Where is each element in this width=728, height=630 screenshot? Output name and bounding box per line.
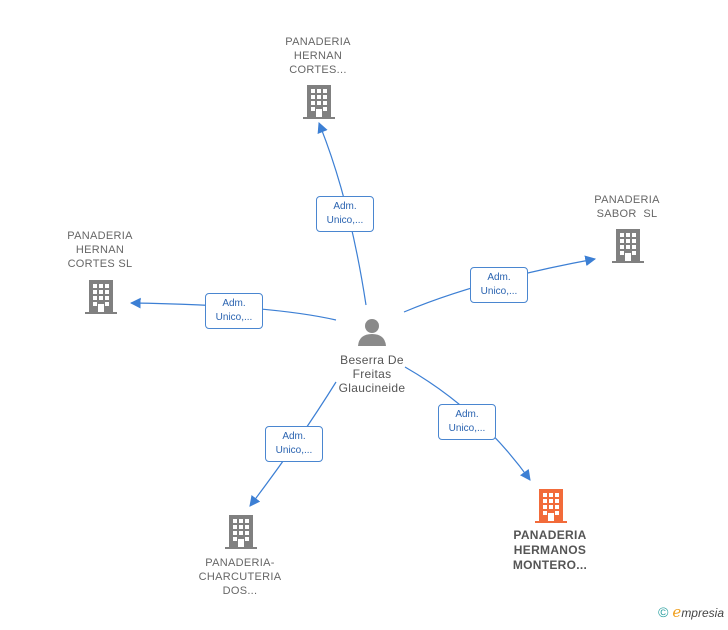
- building-icon: [612, 229, 644, 263]
- relation-label-bottom-left[interactable]: Adm. Unico,...: [265, 426, 323, 462]
- relation-role-detail: Unico,...: [448, 423, 486, 434]
- relation-role-detail: Unico,...: [215, 312, 253, 323]
- company-name-line: CHARCUTERIA: [198, 571, 282, 583]
- company-name-line: CORTES SL: [67, 258, 133, 270]
- building-icon: [225, 515, 257, 549]
- company-name: PANADERIA HERNAN CORTES...: [285, 35, 350, 77]
- relation-label-right[interactable]: Adm. Unico,...: [470, 267, 528, 303]
- person-icon: [358, 319, 386, 346]
- relation-role: Adm.: [455, 409, 479, 420]
- brand-watermark: ©empresia: [658, 603, 724, 621]
- person-name-line: Glaucineide: [338, 381, 406, 395]
- relation-label-left[interactable]: Adm. Unico,...: [205, 293, 263, 329]
- company-name-line: SABOR SL: [596, 208, 658, 220]
- building-icon: [535, 489, 567, 523]
- company-name-line: MONTERO...: [512, 558, 588, 572]
- company-name-line: PANADERIA: [67, 230, 133, 242]
- company-name-line: PANADERIA: [594, 194, 660, 206]
- company-name: PANADERIA SABOR SL: [594, 193, 659, 221]
- relation-label-bottom-right[interactable]: Adm. Unico,...: [438, 404, 496, 440]
- relation-label-top[interactable]: Adm. Unico,...: [316, 196, 374, 232]
- company-name-line: DOS...: [222, 585, 258, 597]
- relation-role-detail: Unico,...: [275, 445, 313, 456]
- person-name: Beserra De Freitas Glaucineide: [339, 353, 406, 395]
- company-name-line: HERNAN: [293, 50, 343, 62]
- relation-role: Adm.: [333, 201, 357, 212]
- building-icon: [85, 280, 117, 314]
- person-name-line: Beserra De: [340, 353, 404, 367]
- relation-role: Adm.: [222, 298, 246, 309]
- relation-role: Adm.: [282, 431, 306, 442]
- company-name-line: CORTES...: [289, 64, 347, 76]
- brand-name: mpresia: [681, 606, 724, 620]
- building-icon: [303, 85, 335, 119]
- relation-role-detail: Unico,...: [326, 215, 364, 226]
- company-name-line: HERMANOS: [513, 543, 587, 557]
- copyright-symbol: ©: [658, 604, 669, 620]
- company-name: PANADERIA- CHARCUTERIA DOS...: [199, 556, 282, 598]
- company-name-line: PANADERIA: [285, 36, 351, 48]
- person-name-line: Freitas: [352, 367, 392, 381]
- company-name: PANADERIA HERMANOS MONTERO...: [513, 528, 587, 573]
- company-name-line: PANADERIA-: [205, 557, 275, 569]
- company-name: PANADERIA HERNAN CORTES SL: [67, 229, 132, 271]
- relation-role-detail: Unico,...: [480, 286, 518, 297]
- relation-role: Adm.: [487, 272, 511, 283]
- company-name-line: PANADERIA: [513, 528, 587, 542]
- brand-logo-initial: e: [672, 603, 682, 621]
- company-name-line: HERNAN: [75, 244, 125, 256]
